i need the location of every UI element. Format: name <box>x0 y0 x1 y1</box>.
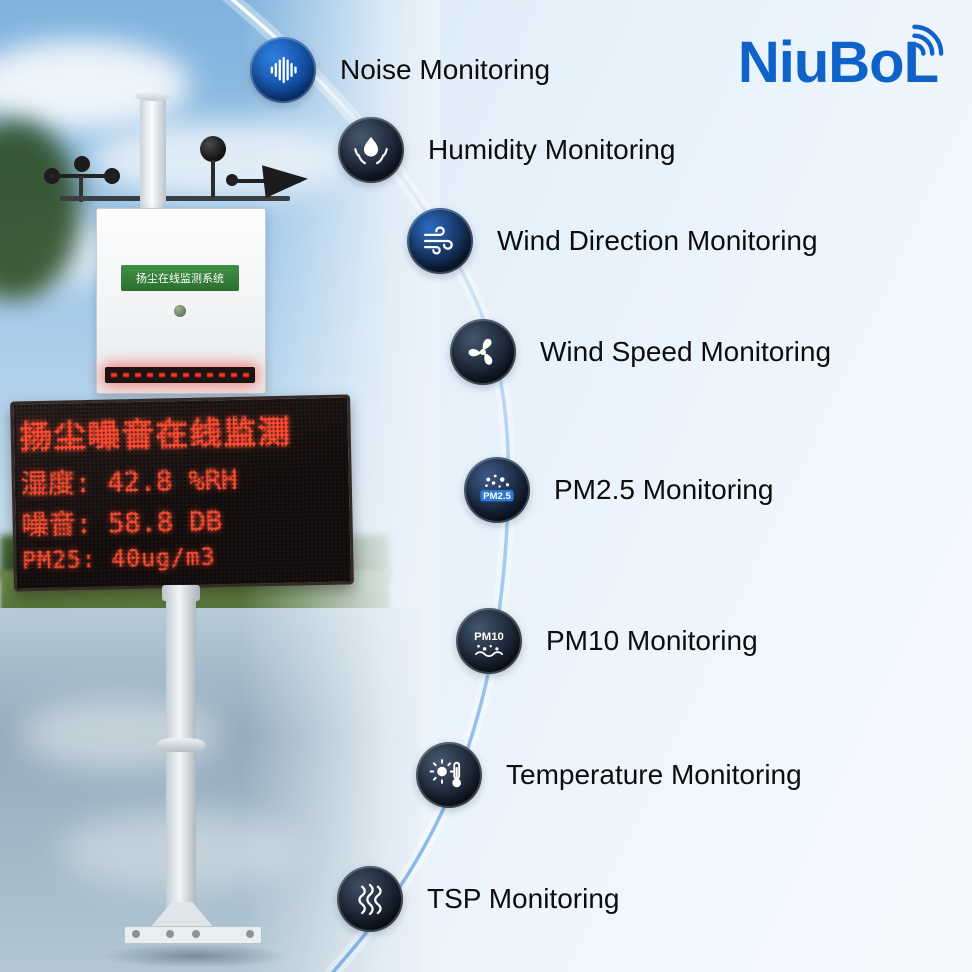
wind-direction-icon <box>407 208 473 274</box>
feature-label: PM10 Monitoring <box>546 625 758 656</box>
noise-sensor <box>200 136 226 162</box>
led-line: PM25: 40ug/m3 <box>22 544 216 575</box>
led-line: 噪音: 58.8 DB <box>21 506 223 542</box>
noise-icon <box>250 37 316 103</box>
feature-item: Wind Speed Monitoring <box>450 319 831 385</box>
anemometer-arm <box>50 174 116 178</box>
svg-text:PM2.5: PM2.5 <box>483 491 511 502</box>
base-bolt <box>192 930 200 938</box>
svg-text:PM10: PM10 <box>474 631 504 643</box>
cabinet-led-strip <box>105 367 255 383</box>
anemometer-cup <box>74 156 90 172</box>
feature-item: PM10 PM10 Monitoring <box>456 608 758 674</box>
base-bolt <box>246 930 254 938</box>
led-display: 扬尘噪音在线监测 湿度: 42.8 %RH 噪音: 58.8 DB PM25: … <box>10 394 354 592</box>
feature-item: Noise Monitoring <box>250 37 550 103</box>
sensor-mast <box>140 97 166 212</box>
feature-label: Noise Monitoring <box>340 54 551 85</box>
sensor-crossarm <box>60 196 290 201</box>
signal-waves-icon <box>912 24 944 56</box>
pole-collar <box>162 585 200 601</box>
wind-speed-icon <box>450 319 516 385</box>
wind-vane-fin <box>262 165 308 198</box>
pole-flange <box>157 738 205 752</box>
sensor-mast-cap <box>135 91 171 101</box>
pm25-icon: PM2.5 <box>464 457 530 523</box>
feature-label: Wind Speed Monitoring <box>540 336 832 367</box>
feature-item: Humidity Monitoring <box>338 117 675 183</box>
tsp-icon <box>337 866 403 932</box>
humidity-icon <box>338 117 404 183</box>
base-bolt <box>166 930 174 938</box>
feature-label: PM2.5 Monitoring <box>554 474 774 505</box>
noise-sensor-stem <box>211 160 215 198</box>
cabinet-emblem <box>174 305 186 317</box>
pm10-icon: PM10 <box>456 608 522 674</box>
feature-item: PM2.5 PM2.5 Monitoring <box>464 457 773 523</box>
led-line: 扬尘噪音在线监测 <box>19 412 293 457</box>
feature-item: Wind Direction Monitoring <box>407 208 818 274</box>
feature-item: Temperature Monitoring <box>416 742 802 808</box>
feature-label: Temperature Monitoring <box>506 759 802 790</box>
brand-logo: NiuBoL <box>738 24 944 92</box>
anemometer-post <box>79 176 83 202</box>
feature-label: Humidity Monitoring <box>428 134 676 165</box>
feature-label: Wind Direction Monitoring <box>497 225 818 256</box>
base-bolt <box>132 930 140 938</box>
base-cone <box>150 902 214 928</box>
feature-label: TSP Monitoring <box>427 883 620 914</box>
base-shadow <box>100 944 290 968</box>
mounting-pole <box>166 598 196 930</box>
equipment-cabinet: 扬尘在线监测系统 <box>96 208 266 394</box>
brand-name: NiuBoL <box>737 30 939 95</box>
temperature-icon <box>416 742 482 808</box>
led-line: 湿度: 42.8 %RH <box>20 464 238 501</box>
cabinet-label: 扬尘在线监测系统 <box>121 265 239 291</box>
feature-item: TSP Monitoring <box>337 866 619 932</box>
